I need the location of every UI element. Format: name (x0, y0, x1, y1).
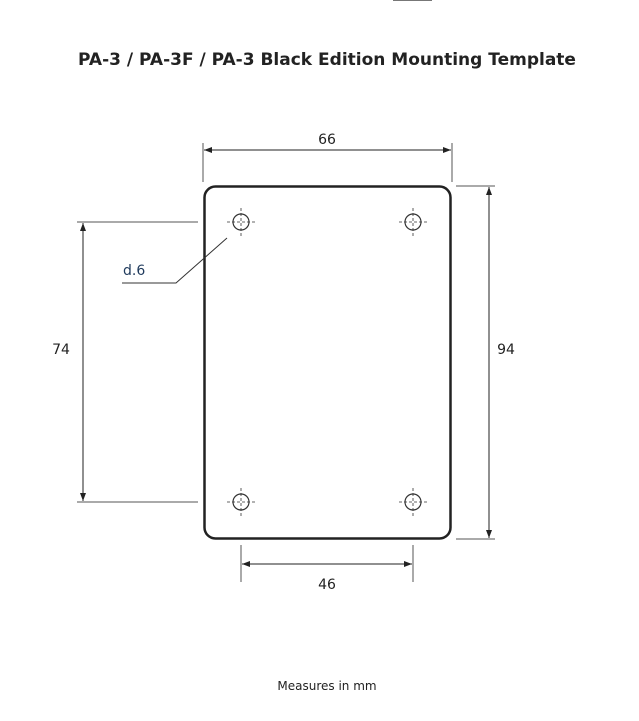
top-divider (393, 0, 432, 1)
page-title: PA-3 / PA-3F / PA-3 Black Edition Mounti… (78, 50, 576, 70)
dimension-lines (77, 143, 495, 582)
hole-horizontal-spacing-label: 46 (318, 577, 336, 593)
hole-top-left (227, 208, 255, 236)
hole-bottom-left (227, 488, 255, 516)
units-note: Measures in mm (277, 679, 377, 693)
device-outline (203, 185, 452, 540)
mounting-holes (227, 208, 427, 516)
hole-diameter-label: d.6 (123, 263, 145, 279)
hole-bottom-right (399, 488, 427, 516)
height-label: 94 (497, 342, 515, 358)
width-label: 66 (318, 132, 336, 148)
hole-vertical-spacing-label: 74 (52, 342, 70, 358)
hole-top-right (399, 208, 427, 236)
